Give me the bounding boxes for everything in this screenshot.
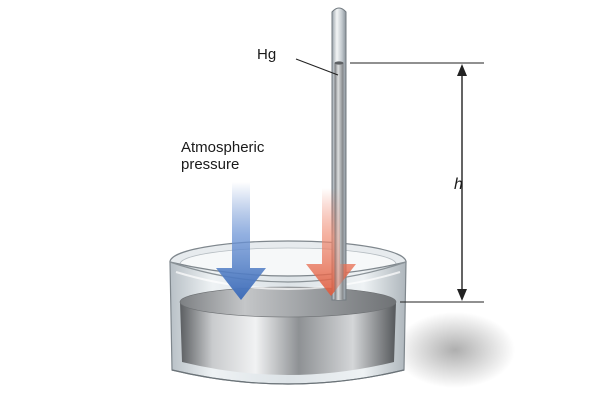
height-dimension bbox=[350, 62, 484, 303]
atmospheric-pressure-label: Atmospheric pressure bbox=[181, 139, 264, 173]
hg-leader-line bbox=[295, 58, 339, 76]
height-label: h bbox=[454, 176, 463, 193]
atmospheric-label-line2: pressure bbox=[181, 156, 240, 173]
height-arrow-bottom bbox=[457, 289, 467, 301]
atmospheric-label-line1: Atmospheric bbox=[181, 139, 265, 156]
mercury-surface bbox=[179, 286, 397, 318]
dish-mercury bbox=[180, 302, 396, 375]
mercury-label: Hg bbox=[257, 46, 277, 63]
atmospheric-pressure-arrow bbox=[216, 182, 266, 300]
height-arrow-top bbox=[457, 64, 467, 76]
floor-shadow bbox=[395, 312, 515, 388]
